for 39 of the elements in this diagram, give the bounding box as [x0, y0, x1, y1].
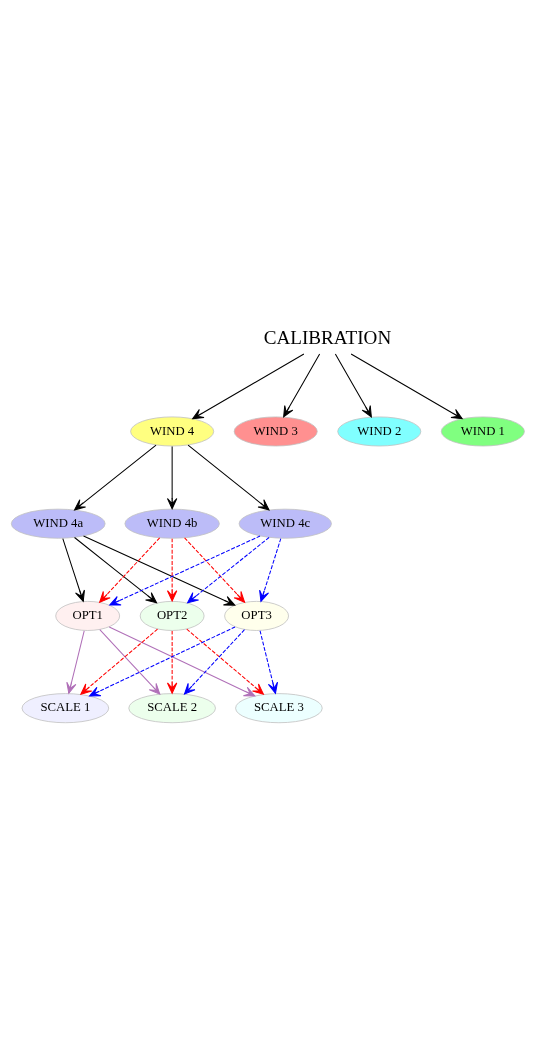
- arrow: [166, 445, 178, 510]
- arrow: [334, 353, 372, 418]
- node-ellipse: WIND 4b: [124, 508, 220, 539]
- node-ellipse: WIND 1: [440, 416, 525, 447]
- arrow: [259, 630, 278, 694]
- arrow: [89, 626, 236, 697]
- node-ellipse: WIND 2: [337, 416, 422, 447]
- node-ellipse: WIND 4a: [10, 508, 106, 539]
- node-ellipse: OPT2: [139, 601, 205, 631]
- node-ellipse: SCALE 2: [128, 693, 216, 724]
- arrow: [66, 630, 85, 694]
- arrow: [80, 628, 159, 695]
- arrow: [187, 536, 270, 604]
- arrow: [283, 353, 321, 418]
- arrow: [350, 353, 463, 420]
- arrow: [184, 537, 246, 603]
- arrow: [192, 353, 305, 420]
- arrow: [259, 538, 282, 602]
- node-ellipse: OPT1: [55, 601, 121, 631]
- arrow: [108, 626, 256, 697]
- arrow: [183, 629, 245, 695]
- arrow: [109, 535, 261, 606]
- arrow: [166, 630, 178, 694]
- arrow: [99, 629, 161, 695]
- node-ellipse: SCALE 3: [235, 693, 323, 724]
- arrow: [74, 444, 157, 511]
- arrow: [83, 535, 236, 606]
- node-ellipse: WIND 3: [233, 416, 318, 447]
- node-text: CALIBRATION: [263, 327, 392, 349]
- arrow: [186, 628, 264, 695]
- node-ellipse: WIND 4: [130, 416, 215, 447]
- arrow: [62, 538, 85, 602]
- node-ellipse: OPT3: [224, 601, 289, 631]
- arrow: [166, 538, 178, 602]
- arrow: [74, 536, 158, 604]
- node-ellipse: SCALE 1: [21, 693, 110, 724]
- arrow: [99, 537, 161, 603]
- node-ellipse: WIND 4c: [238, 508, 332, 539]
- arrow: [187, 444, 270, 511]
